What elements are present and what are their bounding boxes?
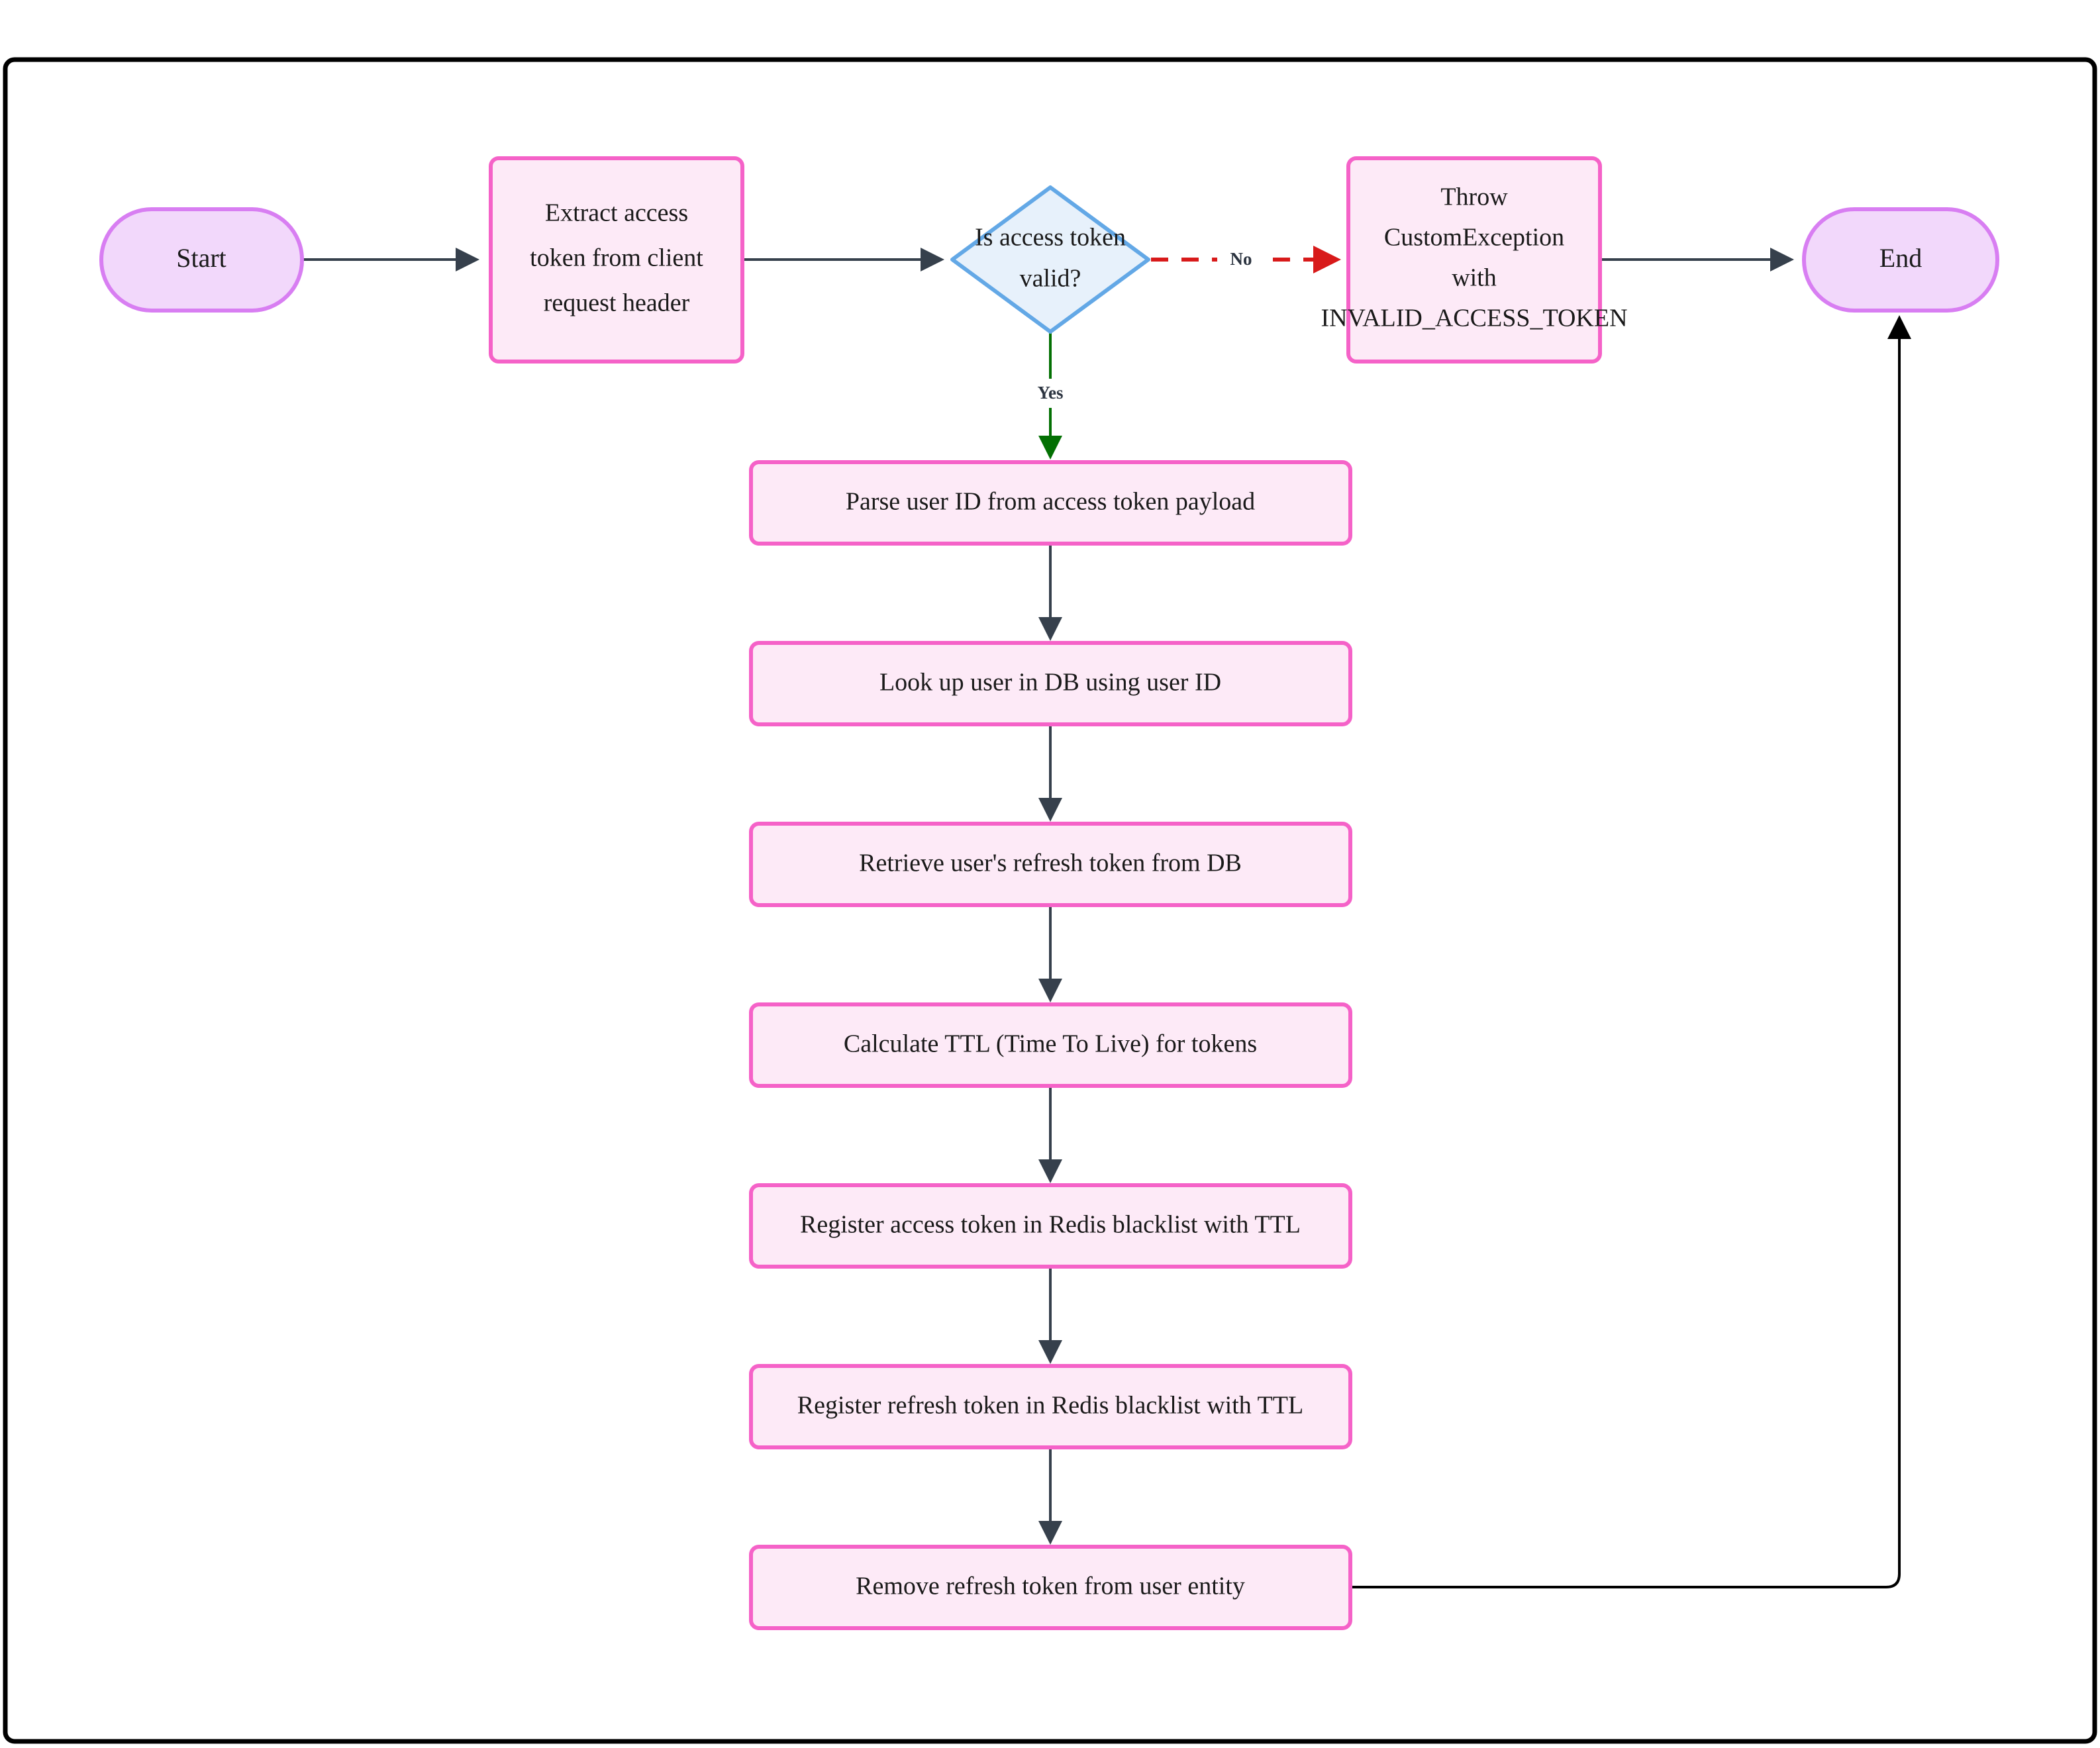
- retrieve-label: Retrieve user's refresh token from DB: [859, 850, 1242, 877]
- no-label-backdrop: [1217, 245, 1265, 274]
- throw-shape: [1346, 156, 1602, 364]
- start-label: Start: [176, 243, 226, 273]
- parse-label: Parse user ID from access token payload: [846, 488, 1255, 516]
- node-register-refresh-token[interactable]: Register refresh token in Redis blacklis…: [749, 1364, 1352, 1449]
- remove-label: Remove refresh token from user entity: [856, 1573, 1245, 1600]
- ttl-shape: [749, 1002, 1352, 1088]
- node-decision-is-access-token-valid[interactable]: Is access token valid?: [950, 185, 1150, 334]
- node-throw-custom-exception[interactable]: Throw CustomException with INVALID_ACCES…: [1321, 156, 1628, 364]
- throw-label-line-3: with: [1452, 264, 1497, 292]
- end-shape: [1802, 207, 1999, 313]
- edge-layer: [303, 246, 1911, 1588]
- node-calculate-ttl[interactable]: Calculate TTL (Time To Live) for tokens: [749, 1002, 1352, 1088]
- retrieve-shape: [749, 822, 1352, 907]
- extract-label-line-1: Extract access: [545, 199, 688, 227]
- node-remove-refresh-token[interactable]: Remove refresh token from user entity: [749, 1545, 1352, 1630]
- parse-shape: [749, 460, 1352, 546]
- diagram-frame: [3, 57, 2097, 1744]
- edge-label-layer: No Yes: [1025, 245, 1265, 408]
- edge-label-no: No: [1230, 249, 1252, 269]
- extract-label-line-3: request header: [544, 289, 690, 317]
- decision-label-line-2: valid?: [1020, 265, 1081, 293]
- node-parse-user-id[interactable]: Parse user ID from access token payload: [749, 460, 1352, 546]
- start-shape: [99, 207, 304, 313]
- yes-label-backdrop: [1025, 379, 1075, 408]
- node-lookup-user[interactable]: Look up user in DB using user ID: [749, 641, 1352, 726]
- blacklist-refresh-shape: [749, 1364, 1352, 1449]
- node-start[interactable]: Start: [99, 207, 304, 313]
- end-label: End: [1879, 243, 1922, 273]
- node-extract-access-token[interactable]: Extract access token from client request…: [489, 156, 744, 364]
- blacklist-access-label: Register access token in Redis blacklist…: [800, 1211, 1301, 1239]
- lookup-shape: [749, 641, 1352, 726]
- node-retrieve-refresh-token[interactable]: Retrieve user's refresh token from DB: [749, 822, 1352, 907]
- node-end[interactable]: End: [1802, 207, 1999, 313]
- decision-shape: [950, 185, 1150, 334]
- edge-remove-to-end-return: [1351, 315, 1911, 1588]
- extract-shape: [489, 156, 744, 364]
- throw-label-line-1: Throw: [1440, 183, 1508, 211]
- lookup-label: Look up user in DB using user ID: [879, 669, 1221, 697]
- extract-label-line-2: token from client: [530, 244, 703, 272]
- edge-label-yes: Yes: [1038, 383, 1064, 403]
- decision-label-line-1: Is access token: [975, 224, 1126, 252]
- blacklist-access-shape: [749, 1183, 1352, 1269]
- throw-label-line-2: CustomException: [1384, 224, 1564, 252]
- node-register-access-token[interactable]: Register access token in Redis blacklist…: [749, 1183, 1352, 1269]
- blacklist-refresh-label: Register refresh token in Redis blacklis…: [797, 1392, 1303, 1420]
- ttl-label: Calculate TTL (Time To Live) for tokens: [844, 1030, 1257, 1058]
- throw-label-line-4: INVALID_ACCESS_TOKEN: [1321, 305, 1627, 332]
- remove-shape: [749, 1545, 1352, 1630]
